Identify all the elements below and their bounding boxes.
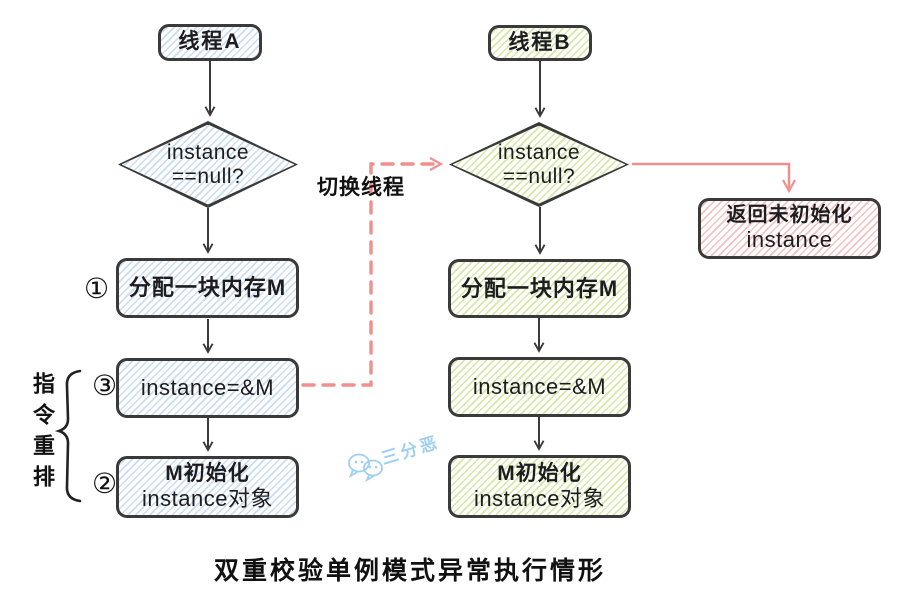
step-label-2: ②	[92, 468, 118, 499]
thread-a-start-node: 线程A	[158, 24, 262, 61]
switch-thread-label: 切换线程	[317, 176, 405, 199]
reorder-brace	[54, 369, 82, 503]
thread-a-title: 线程A	[178, 30, 242, 54]
thread-a-decision-text: instance ==null?	[166, 140, 250, 188]
instruction-reorder-label: 指令重排	[30, 372, 55, 496]
step-label-3: ③	[92, 370, 118, 401]
thread-b-init-box: M初始化 instance对象	[448, 455, 631, 518]
thread-a-init-box: M初始化 instance对象	[116, 456, 299, 518]
thread-b-decision-diamond: instance ==null?	[449, 122, 629, 207]
thread-b-decision-text: instance ==null?	[497, 140, 581, 188]
thread-b-title: 线程B	[508, 30, 572, 54]
thread-b-assign-box: instance=&M	[448, 357, 631, 417]
wechat-icon	[348, 453, 383, 483]
thread-a-assign-box: instance=&M	[116, 358, 299, 418]
watermark: 三分恶	[346, 433, 456, 490]
step-label-1: ①	[84, 273, 110, 304]
watermark-text: 三分恶	[379, 432, 443, 469]
thread-a-alloc-box: 分配一块内存M	[116, 258, 299, 318]
thread-a-decision-diamond: instance ==null?	[118, 121, 298, 208]
thread-b-start-node: 线程B	[488, 25, 592, 61]
arrow-return-uninitialized	[632, 162, 789, 191]
diagram-caption: 双重校验单例模式异常执行情形	[213, 557, 606, 585]
thread-b-alloc-box: 分配一块内存M	[448, 259, 631, 318]
return-uninitialized-box: 返回未初始化 instance	[698, 198, 881, 259]
